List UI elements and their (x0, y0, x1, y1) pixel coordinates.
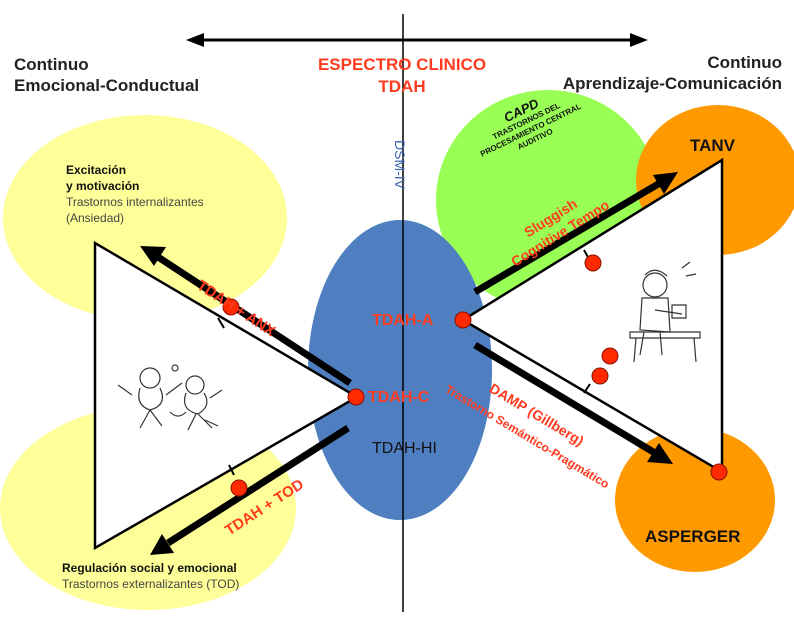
excitacion-line-2: (Ansiedad) (66, 211, 125, 225)
regulacion-line-1: Trastornos externalizantes (TOD) (62, 577, 240, 591)
asperger-circle (615, 428, 775, 572)
excitacion-text: Excitación y motivación Trastornos inter… (66, 162, 204, 226)
tdah-oval (308, 220, 492, 520)
dot-asperger (710, 463, 728, 481)
excitacion-line-1: Trastornos internalizantes (66, 195, 204, 209)
student-sketch (629, 261, 701, 363)
tick-tod (228, 464, 235, 476)
arrow-sluggish-head (653, 172, 678, 194)
regulacion-title: Regulación social y emocional (62, 561, 237, 575)
dot-tod (230, 479, 248, 497)
dsm-iv-label: DSM-IV (392, 140, 408, 189)
right-triangle (460, 157, 724, 475)
spectrum-title-line2: TDAH (378, 77, 426, 96)
left-continuum-line1: Continuo (14, 55, 89, 74)
label-tdah-a: TDAH-A (372, 312, 434, 329)
left-continuum-line2: Emocional-Conductual (14, 76, 200, 95)
dot-sluggish (584, 254, 602, 272)
arrow-anx (156, 254, 352, 386)
excitacion-title-2: y motivación (66, 179, 140, 193)
arrow-anx-head (140, 246, 166, 266)
children-sketch (117, 364, 223, 431)
arrow-damp (473, 341, 657, 457)
label-tdah-c: TDAH-C (368, 389, 430, 406)
excitacion-circle (3, 115, 287, 321)
spectrum-arrow-right-head (630, 33, 648, 47)
excitacion-title-1: Excitación (66, 163, 127, 177)
label-asperger: ASPERGER (645, 527, 741, 546)
right-continuum-line1: Continuo (707, 53, 782, 72)
dot-tdah-c (347, 388, 365, 406)
left-continuum-title: Continuo Emocional-Conductual (14, 54, 199, 96)
label-tanv: TANV (690, 136, 736, 155)
right-continuum-title: Continuo Aprendizaje-Comunicación (563, 52, 782, 94)
arrow-sluggish (473, 179, 662, 296)
tick-anx (217, 317, 225, 329)
arrow-tod (166, 425, 350, 546)
left-triangle (93, 240, 360, 551)
tick-damp (583, 383, 591, 394)
dot-right-2 (591, 367, 609, 385)
spectrum-arrow-left-head (186, 33, 204, 47)
regulacion-text: Regulación social y emocional Trastornos… (62, 560, 239, 592)
arrow-damp-head (647, 443, 673, 464)
arrow-tod-head (150, 534, 174, 555)
spectrum-title-line1: ESPECTRO CLINICO (317, 55, 487, 74)
right-continuum-line2: Aprendizaje-Comunicación (562, 74, 782, 93)
dot-tdah-a (454, 311, 472, 329)
dot-anx (222, 298, 240, 316)
dot-right-1 (601, 347, 619, 365)
label-tdah-hi: TDAH-HI (372, 440, 437, 457)
spectrum-title: ESPECTRO CLINICO TDAH (288, 54, 516, 98)
